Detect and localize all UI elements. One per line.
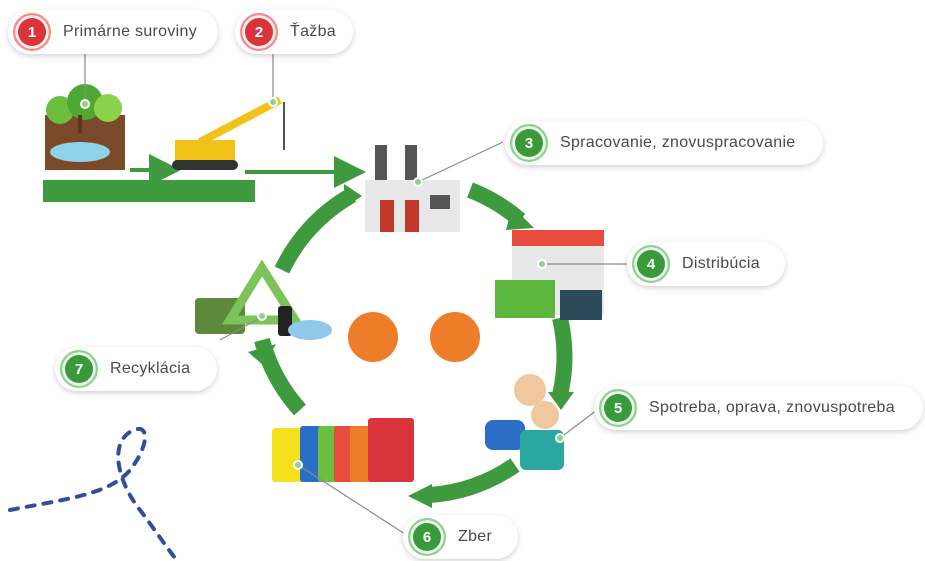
bins-illustration	[272, 418, 414, 482]
step-3-label: 3 Spracovanie, znovuspracovanie	[505, 121, 823, 165]
step-6-label: 6 Zber	[403, 515, 518, 559]
step-2-label: 2 Ťažba	[235, 10, 353, 54]
step-5-text: Spotreba, oprava, znovuspotreba	[649, 399, 895, 416]
step-1-badge: 1	[13, 13, 51, 51]
step-1-text: Primárne suroviny	[63, 23, 198, 40]
cycle-arrowheads	[248, 184, 574, 508]
orange-dot-left	[348, 312, 398, 362]
step-7-text: Recyklácia	[110, 360, 191, 377]
crane-illustration	[172, 96, 285, 170]
step-2-text: Ťažba	[290, 23, 336, 40]
trees-illustration	[45, 84, 125, 170]
cycle-arrows	[254, 182, 573, 503]
step-6-text: Zber	[458, 528, 493, 545]
step-2-badge: 2	[240, 13, 278, 51]
orange-dot-right	[430, 312, 480, 362]
step-7-badge: 7	[60, 350, 98, 388]
step-3-badge: 3	[510, 124, 548, 162]
people-illustration	[485, 374, 564, 470]
step-4-text: Distribúcia	[682, 255, 760, 272]
ground-bar	[43, 180, 255, 202]
shop-illustration	[495, 230, 604, 320]
step-5-label: 5 Spotreba, oprava, znovuspotreba	[594, 386, 923, 430]
step-7-label: 7 Recyklácia	[55, 347, 217, 391]
connector-lines	[80, 54, 628, 535]
step-6-badge: 6	[408, 518, 446, 556]
step-3-text: Spracovanie, znovuspracovanie	[560, 134, 796, 151]
step-1-label: 1 Primárne suroviny	[8, 10, 218, 54]
dotted-decoration	[8, 427, 177, 560]
step-4-badge: 4	[632, 245, 670, 283]
recycling-illustration	[195, 259, 332, 340]
step-4-label: 4 Distribúcia	[627, 242, 785, 286]
step-5-badge: 5	[599, 389, 637, 427]
factory-illustration	[365, 145, 460, 232]
